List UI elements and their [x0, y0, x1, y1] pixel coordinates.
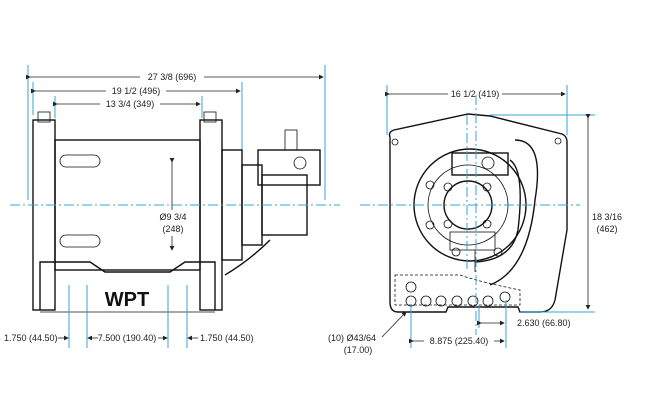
- width-label: 16 1/2 (419): [451, 89, 500, 99]
- height-metric: (462): [596, 224, 617, 234]
- overall-length-label: 27 3/8 (696): [148, 72, 197, 82]
- hole-spacing-label: 8.875 (225.40): [430, 336, 489, 346]
- end-view: 16 1/2 (419) 18 3/16 (462): [328, 85, 624, 355]
- left-flange: [32, 119, 56, 311]
- foot-left-label: 1.750 (44.50): [4, 333, 58, 343]
- flange-length-label: 19 1/2 (496): [112, 86, 161, 96]
- height-label: 18 3/16: [592, 212, 622, 222]
- drum-diameter-metric: (248): [162, 224, 183, 234]
- drum-length-label: 13 3/4 (349): [106, 99, 155, 109]
- base: [39, 261, 216, 310]
- side-view: 27 3/8 (696) 19 1/2 (496) 13 3/4 (349) W…: [4, 65, 340, 348]
- drum-diameter-label: Ø9 3/4: [159, 212, 186, 222]
- hole-offset-label: 2.630 (66.80): [517, 318, 571, 328]
- foot-right-label: 1.750 (44.50): [200, 333, 254, 343]
- valve-block: [451, 152, 509, 176]
- holes-metric: (17.00): [344, 345, 373, 355]
- brand-logo: WPT: [105, 289, 149, 311]
- foot-spacing-label: 7.500 (190.40): [98, 333, 157, 343]
- right-flange: [199, 119, 223, 311]
- holes-label: (10) Ø43/64: [328, 333, 376, 343]
- end-plate: [388, 113, 568, 313]
